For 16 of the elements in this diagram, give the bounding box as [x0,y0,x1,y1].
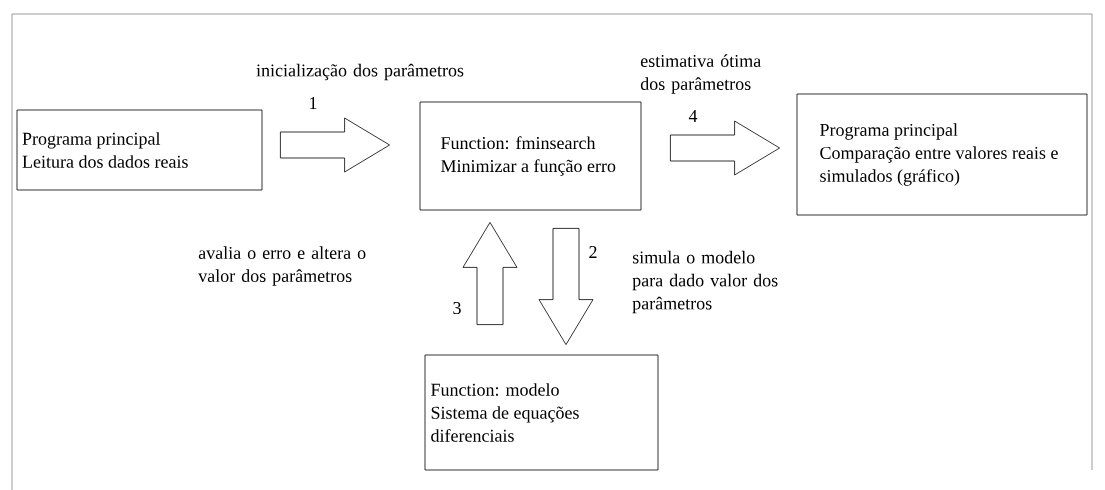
annotation-text: avalia o erro e altera o valor dos parâmetros [198,246,366,286]
annotation-text: inicialização dos parâmetros [256,63,464,81]
block-arrow [462,222,518,325]
process-box: Programa principal Leitura dos dados reais [16,109,263,191]
process-box: Programa principal Comparação entre valores reais e simulados (gráfico) [796,93,1088,216]
edge-label: 4 [688,110,698,122]
edge-label: 2 [589,246,597,258]
annotation-text: simula o modelo para dado valor dos parâmetros [632,250,778,314]
process-box: Function: modelo Sistema de equações diferenciais [424,354,659,471]
block-arrow [538,228,594,345]
annotation-text: estimativa ótima dos parâmetros [640,54,761,94]
edge-label: 3 [453,301,461,315]
block-arrow [670,120,780,176]
edge-label: 1 [310,97,317,109]
process-box: Function: fminsearch Minimizar a função erro [419,101,642,211]
block-arrow [280,117,390,173]
